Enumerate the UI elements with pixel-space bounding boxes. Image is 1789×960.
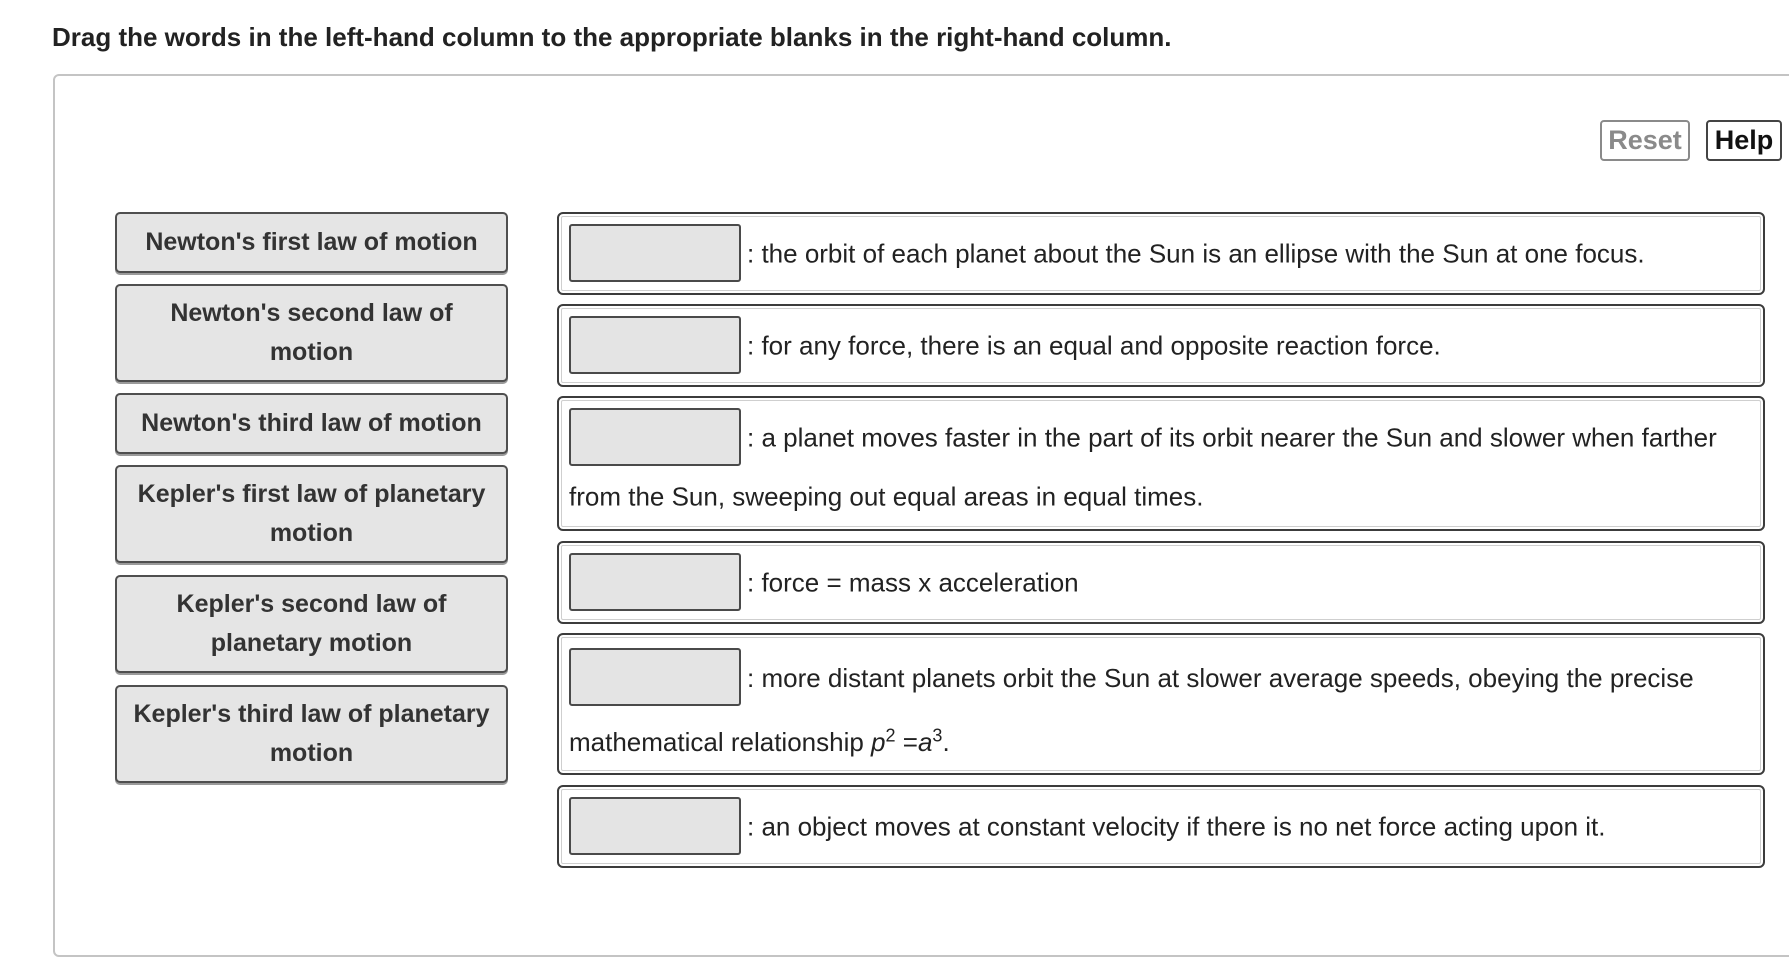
formula-exp-p: 2 (885, 725, 896, 746)
drop-target[interactable] (569, 408, 741, 467)
formula-p: p (871, 727, 886, 758)
word-chip-kepler-first[interactable]: Kepler's first law of planetary motion (115, 465, 508, 563)
statement-text: : more distant planets orbit the Sun at … (569, 663, 1694, 757)
drop-target[interactable] (569, 316, 741, 375)
statement-row: : an object moves at constant velocity i… (557, 785, 1765, 868)
formula-exp-a: 3 (932, 725, 943, 746)
statement-text: : force = mass x acceleration (747, 567, 1079, 598)
drop-target[interactable] (569, 553, 741, 612)
drop-target[interactable] (569, 797, 741, 856)
word-chip-kepler-third[interactable]: Kepler's third law of planetary motion (115, 685, 508, 783)
statement-row: : more distant planets orbit the Sun at … (557, 633, 1765, 775)
statement-text: : the orbit of each planet about the Sun… (747, 238, 1645, 269)
statement-text: : an object moves at constant velocity i… (747, 811, 1606, 842)
statement-text: : a planet moves faster in the part of i… (569, 422, 1717, 512)
statement-row: : a planet moves faster in the part of i… (557, 396, 1765, 531)
word-chip-newton-third[interactable]: Newton's third law of motion (115, 393, 508, 454)
statement-row: : for any force, there is an equal and o… (557, 304, 1765, 387)
statement-text-main: : more distant planets orbit the Sun at … (569, 663, 1694, 758)
formula-a: a (917, 727, 933, 758)
formula-end: . (942, 727, 950, 758)
instructions-text: Drag the words in the left-hand column t… (52, 22, 1172, 52)
statement-text: : for any force, there is an equal and o… (747, 330, 1441, 361)
drop-target[interactable] (569, 224, 741, 283)
formula-equals: = (895, 727, 918, 758)
drop-target[interactable] (569, 648, 741, 707)
reset-button[interactable]: Reset (1600, 120, 1690, 161)
word-chip-kepler-second[interactable]: Kepler's second law of planetary motion (115, 575, 508, 673)
statement-row: : the orbit of each planet about the Sun… (557, 212, 1765, 295)
word-chip-newton-first[interactable]: Newton's first law of motion (115, 212, 508, 273)
help-button[interactable]: Help (1706, 120, 1782, 161)
statement-row: : force = mass x acceleration (557, 541, 1765, 624)
word-chip-newton-second[interactable]: Newton's second law of motion (115, 284, 508, 382)
